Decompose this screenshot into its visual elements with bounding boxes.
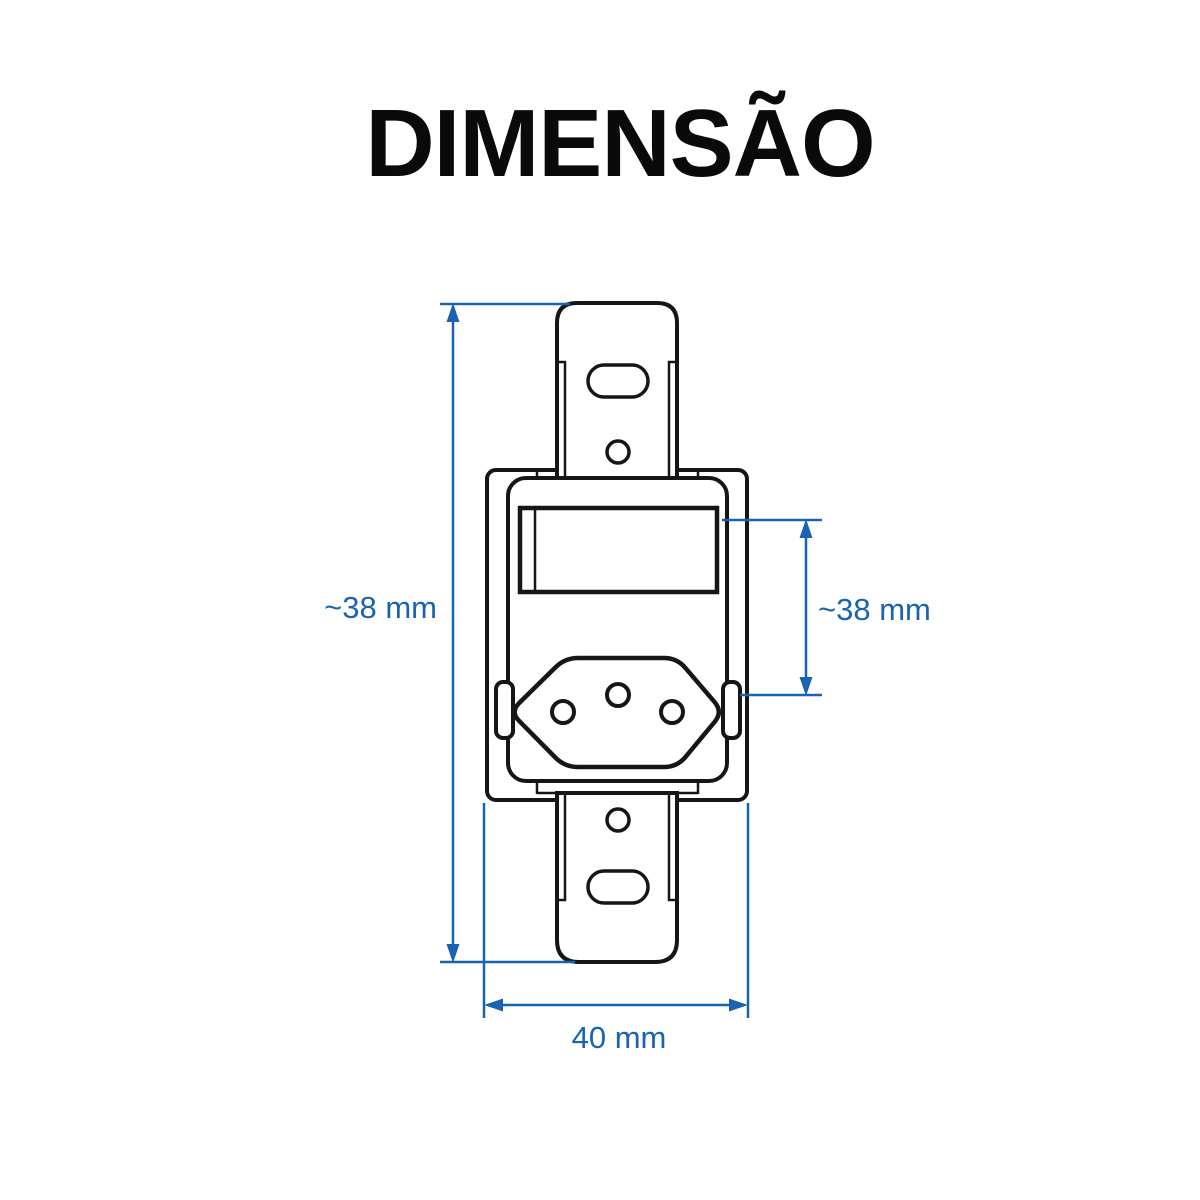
top-mounting-bracket [555, 301, 679, 480]
socket-recess [512, 655, 722, 770]
arrow-down-icon [446, 944, 460, 963]
arrow-up-icon [446, 303, 460, 322]
dimension-label-body-width: 40 mm [572, 1020, 667, 1055]
bracket-screw-hole-top [605, 439, 631, 465]
dimension-window-to-socket: ~38 mm [722, 518, 931, 697]
socket-outlet [512, 655, 722, 770]
socket-pin-hole-ground [605, 682, 631, 708]
dimension-overall-height: ~38 mm [324, 302, 575, 964]
display-window-frame [517, 505, 720, 595]
socket-pin-hole-right [659, 699, 685, 725]
side-clip-right [721, 680, 742, 740]
arrow-down-icon [799, 677, 813, 696]
dimension-label-window-to-socket: ~38 mm [818, 592, 931, 627]
bracket-screw-hole-bottom [605, 807, 631, 833]
page-title: DIMENSÃO [365, 90, 875, 197]
arrow-up-icon [799, 519, 813, 538]
socket-pin-hole-left [550, 699, 576, 725]
arrow-right-icon [729, 998, 748, 1012]
bottom-mounting-bracket [555, 791, 679, 964]
bottom-bracket-notches [557, 793, 677, 902]
side-clip-left [494, 680, 515, 740]
top-bracket-notches [557, 360, 677, 478]
bracket-screw-slot-bottom [586, 869, 650, 905]
dimension-label-overall-height: ~38 mm [324, 590, 437, 625]
bracket-slot-edges [535, 470, 700, 795]
arrow-left-icon [484, 998, 503, 1012]
bracket-screw-slot-top [586, 363, 650, 399]
display-window [517, 505, 720, 595]
dimension-body-width: 40 mm [482, 803, 750, 1055]
